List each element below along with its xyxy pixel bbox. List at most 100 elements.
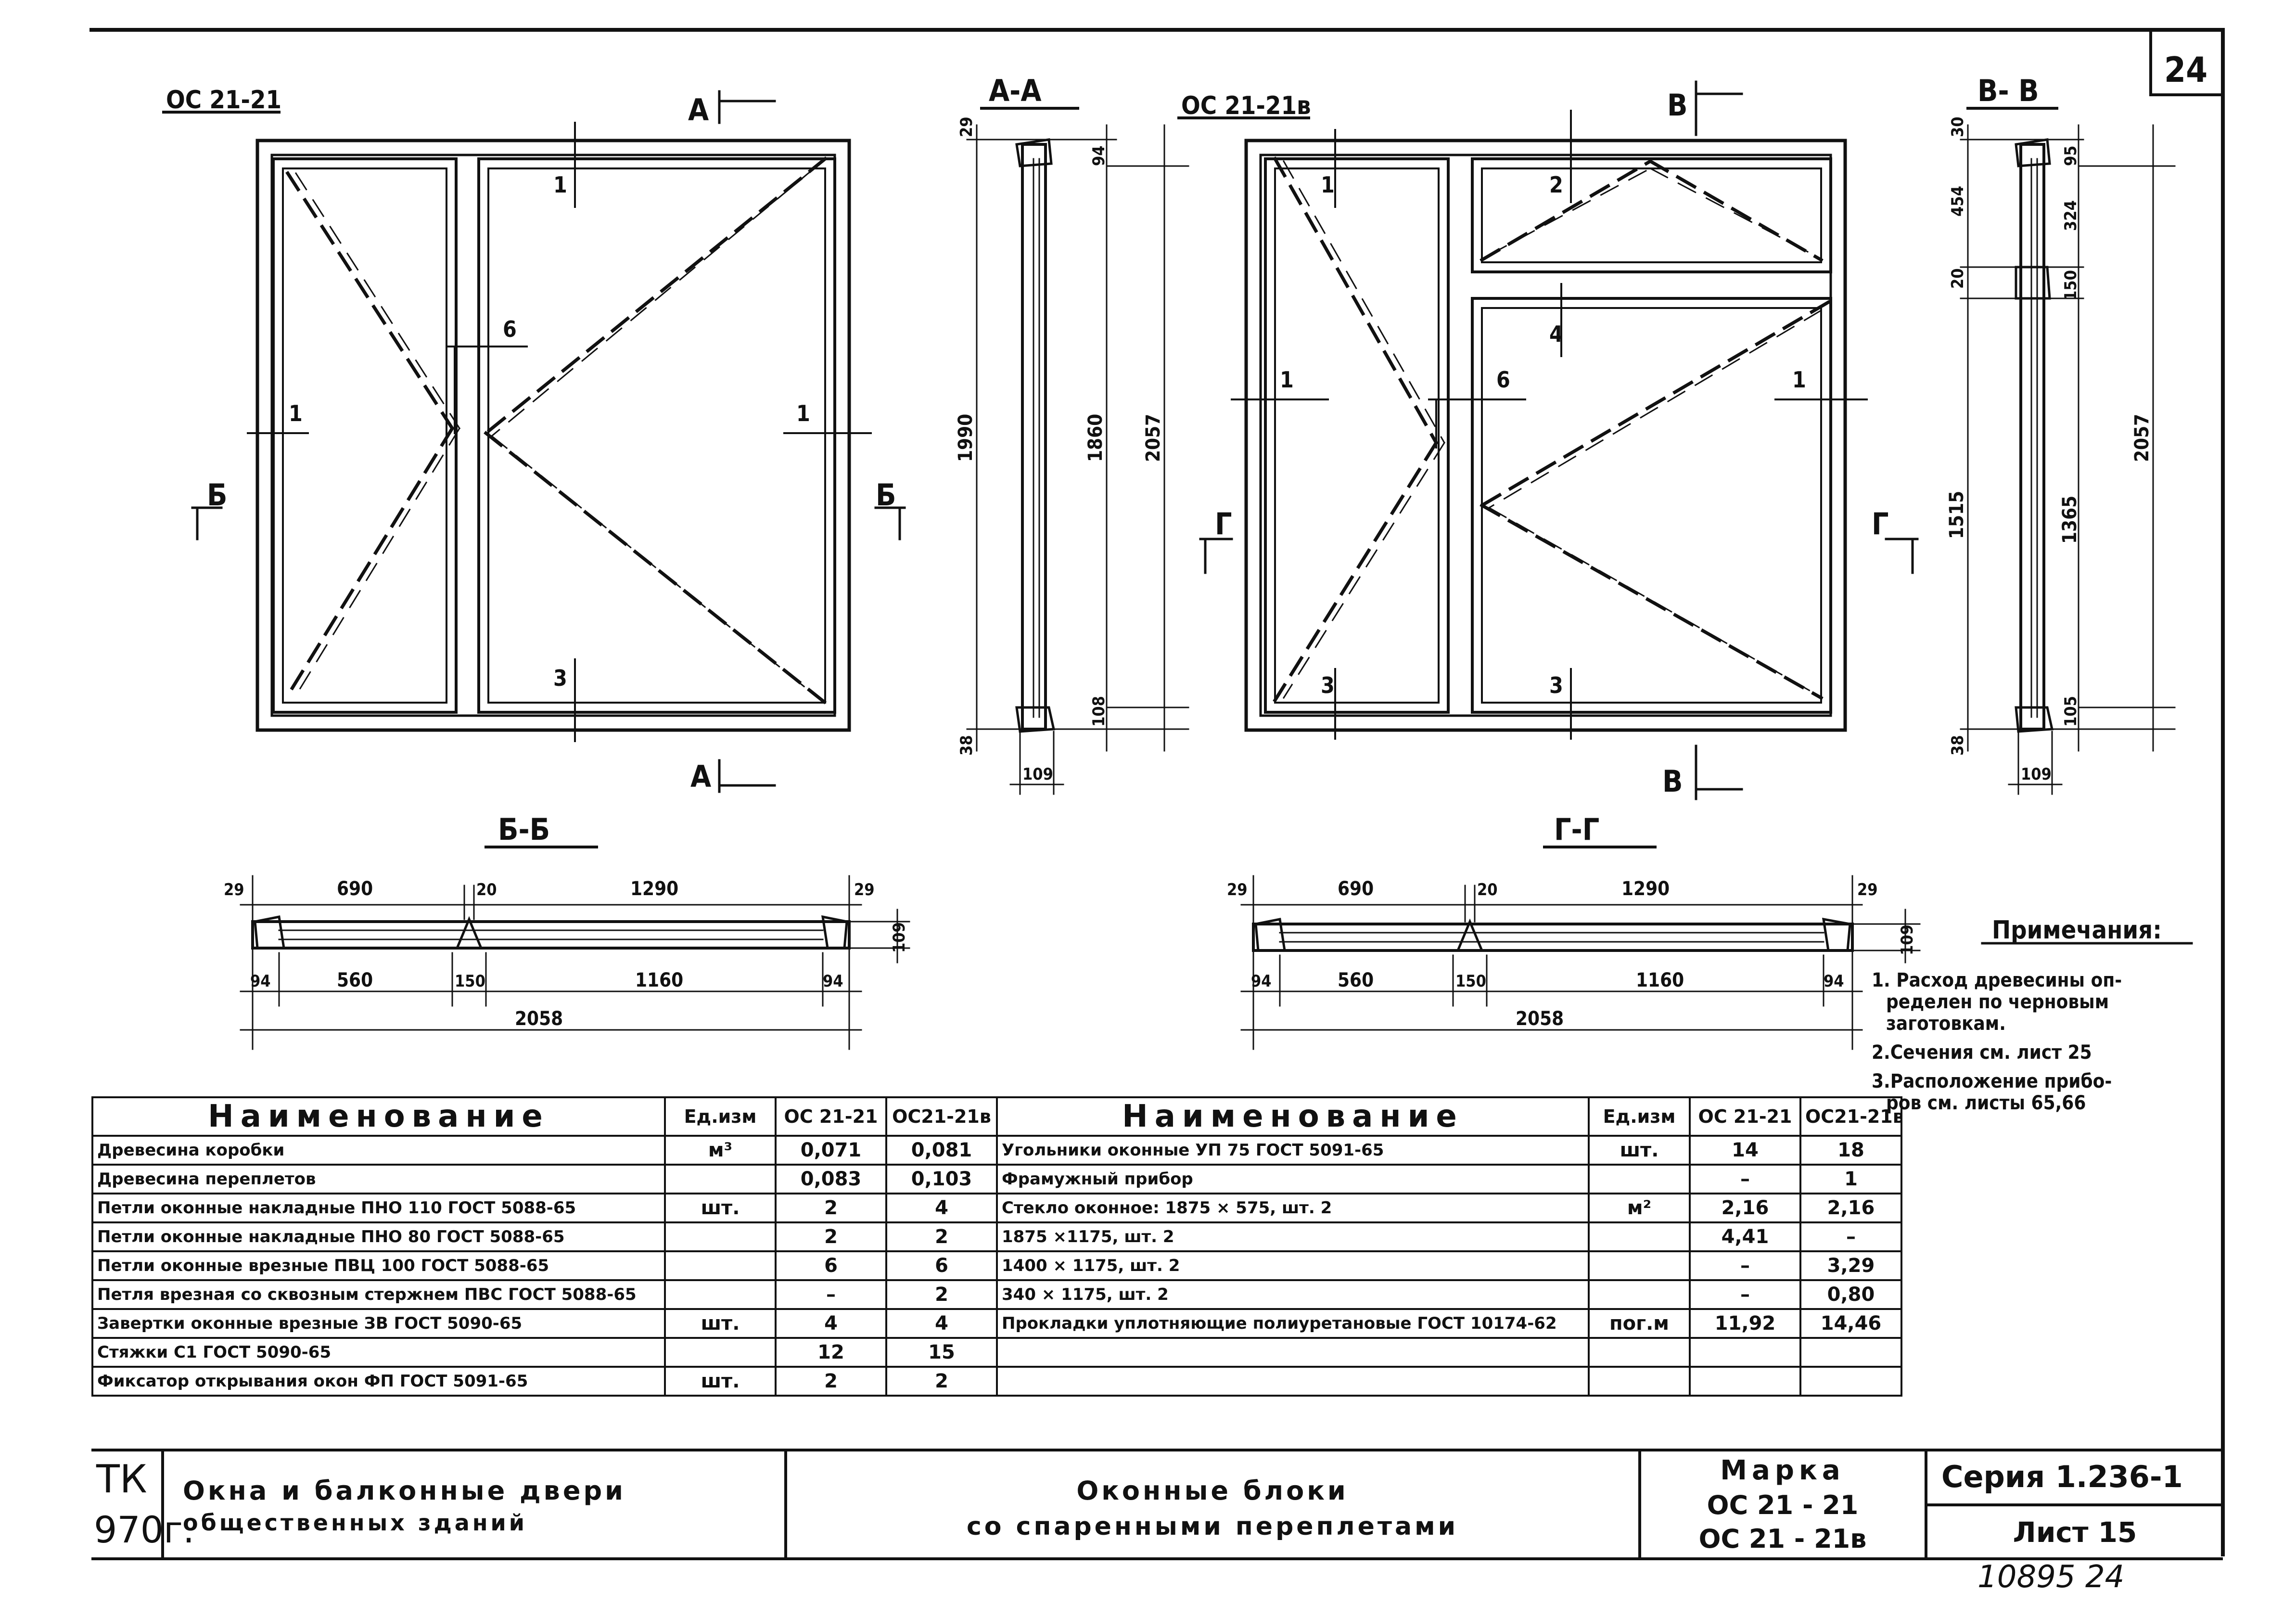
cell-qty: 2,16 bbox=[1799, 1193, 1902, 1223]
table-row: Завертки оконные врезные ЗВ ГОСТ 5090-65… bbox=[91, 1308, 998, 1339]
section-mark-v-bottom: В bbox=[1662, 764, 1683, 799]
callout-label: 1 bbox=[796, 400, 810, 426]
section-mark-g-right: Г bbox=[1872, 506, 1889, 541]
cell-name: Петля врезная со сквозным стержнем ПВС Г… bbox=[91, 1279, 666, 1310]
cell-qty: 2 bbox=[775, 1221, 887, 1252]
section-mark-a-bottom: А bbox=[690, 759, 711, 794]
dim-vv-1515: 1515 bbox=[1946, 491, 1968, 539]
front-view-oc21-21v bbox=[1177, 80, 1919, 800]
inventory-number: 10895 24 bbox=[1977, 1559, 2125, 1595]
section-mark-b-left: Б bbox=[207, 477, 228, 513]
section-bb-title: Б-Б bbox=[498, 812, 550, 847]
dim-bb-side: 109 bbox=[890, 922, 909, 953]
cell-qty: 2 bbox=[885, 1366, 998, 1397]
section-mark-b-right: Б bbox=[876, 477, 896, 513]
cell-unit: шт. bbox=[664, 1366, 777, 1397]
dim-aa-top-in: 94 bbox=[1089, 145, 1109, 166]
callout-label: 1 bbox=[553, 172, 567, 198]
callout-label: 3 bbox=[1549, 672, 1563, 698]
dim-gg: 560 bbox=[1338, 969, 1374, 991]
cell-name bbox=[996, 1366, 1590, 1397]
table-row bbox=[996, 1337, 1902, 1368]
dim-vv-width: 109 bbox=[2021, 765, 2052, 784]
dim-bb: 29 bbox=[854, 880, 875, 899]
title-block: ТК 970г. Окна и балконные двери обществе… bbox=[91, 1449, 2223, 1560]
org-code: ТК bbox=[96, 1457, 147, 1502]
col-header-oc21-21v: ОС21-21в bbox=[1799, 1096, 1902, 1137]
cell-qty: 4 bbox=[885, 1193, 998, 1223]
dim-vv-20: 20 bbox=[1948, 268, 1967, 289]
dim-gg: 690 bbox=[1338, 878, 1374, 900]
cell-name: Петли оконные накладные ПНО 80 ГОСТ 5088… bbox=[91, 1221, 666, 1252]
dim-bb: 560 bbox=[337, 969, 373, 991]
section-mark-v-top: В bbox=[1667, 88, 1688, 123]
cell-qty: 2 bbox=[885, 1279, 998, 1310]
series: Серия 1.236-1 bbox=[1941, 1459, 2183, 1494]
drawing-name-line2: со спаренными переплетами bbox=[966, 1512, 1459, 1541]
col-header-unit: Ед.изм bbox=[1588, 1096, 1691, 1137]
table-row: Фиксатор открывания окон ФП ГОСТ 5091-65… bbox=[91, 1366, 998, 1397]
cell-name: Петли оконные накладные ПНО 110 ГОСТ 508… bbox=[91, 1193, 666, 1223]
dim-gg: 20 bbox=[1477, 880, 1498, 899]
cell-unit bbox=[664, 1221, 777, 1252]
callout-label: 1 bbox=[1792, 367, 1806, 393]
cell-unit: шт. bbox=[664, 1193, 777, 1223]
cell-unit bbox=[1588, 1279, 1691, 1310]
dim-bb: 94 bbox=[250, 972, 271, 991]
cell-qty: 0,071 bbox=[775, 1135, 887, 1166]
note-line: 3.Расположение прибо- bbox=[1872, 1070, 2112, 1092]
note-line: заготовкам. bbox=[1886, 1013, 2006, 1035]
dim-gg: 29 bbox=[1857, 880, 1878, 899]
spec-table-left: Наименование Ед.изм ОС 21-21 ОС21-21в Др… bbox=[91, 1096, 998, 1397]
col-header-unit: Ед.изм bbox=[664, 1096, 777, 1137]
col-header-oc21-21: ОС 21-21 bbox=[1689, 1096, 1801, 1137]
dim-gg: 1290 bbox=[1621, 878, 1670, 900]
cell-name: 340 × 1175, шт. 2 bbox=[996, 1279, 1590, 1310]
cell-qty: 2,16 bbox=[1689, 1193, 1801, 1223]
section-vv-title: В- В bbox=[1977, 73, 2039, 108]
notes: Примечания: 1. Расход древесины оп- реде… bbox=[1872, 916, 2162, 1114]
cell-qty: 0,081 bbox=[885, 1135, 998, 1166]
dim-gg-total: 2058 bbox=[1516, 1008, 1564, 1030]
cell-unit: шт. bbox=[664, 1308, 777, 1339]
note-line: ределен по черновым bbox=[1886, 991, 2109, 1013]
dim-gg: 94 bbox=[1251, 972, 1272, 991]
dim-vv-324: 324 bbox=[2061, 200, 2080, 231]
dim-gg-side: 109 bbox=[1898, 924, 1917, 955]
cell-qty: – bbox=[1689, 1164, 1801, 1194]
note-line: ров см. листы 65,66 bbox=[1886, 1092, 2086, 1114]
callout-label: 6 bbox=[503, 316, 517, 342]
section-gg-title: Г-Г bbox=[1554, 812, 1599, 847]
cell-name: 1400 × 1175, шт. 2 bbox=[996, 1250, 1590, 1281]
dim-vv-total: 2057 bbox=[2131, 414, 2153, 462]
cell-qty: 4,41 bbox=[1689, 1221, 1801, 1252]
callout-label: 1 bbox=[289, 400, 303, 426]
table-row: Фрамужный прибор–1 bbox=[996, 1164, 1902, 1194]
dim-vv-454: 454 bbox=[1948, 186, 1967, 217]
cell-qty: 0,103 bbox=[885, 1164, 998, 1194]
cell-unit bbox=[664, 1337, 777, 1368]
dim-gg: 29 bbox=[1227, 880, 1248, 899]
cell-name: Прокладки уплотняющие полиуретановые ГОС… bbox=[996, 1308, 1590, 1339]
dim-vv-150: 150 bbox=[2061, 270, 2080, 301]
cell-name: Петли оконные врезные ПВЦ 100 ГОСТ 5088-… bbox=[91, 1250, 666, 1281]
cell-name: Древесина переплетов bbox=[91, 1164, 666, 1194]
dim-aa-top: 29 bbox=[957, 116, 976, 137]
dim-aa-total: 1990 bbox=[955, 414, 977, 462]
callout-label: 1 bbox=[1321, 172, 1335, 198]
cell-qty: 12 bbox=[775, 1337, 887, 1368]
callout-label: 4 bbox=[1549, 321, 1563, 347]
cell-qty: 18 bbox=[1799, 1135, 1902, 1166]
callout-label: 6 bbox=[1496, 367, 1510, 393]
section-bb bbox=[240, 846, 910, 1050]
table-row: 1400 × 1175, шт. 2–3,29 bbox=[996, 1250, 1902, 1281]
note-line: 2.Сечения см. лист 25 bbox=[1872, 1041, 2092, 1064]
dim-aa-outer: 2057 bbox=[1142, 414, 1164, 462]
front-right-title: ОС 21-21в bbox=[1181, 91, 1311, 120]
cell-qty: 14,46 bbox=[1799, 1308, 1902, 1339]
cell-qty: 1 bbox=[1799, 1164, 1902, 1194]
